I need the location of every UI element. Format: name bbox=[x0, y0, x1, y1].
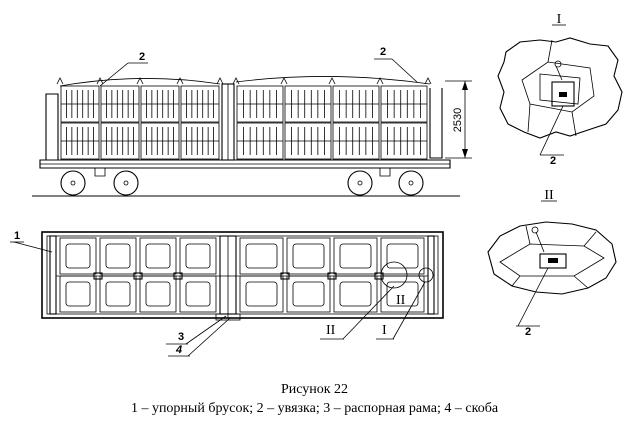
crates-top bbox=[59, 237, 425, 313]
crate-top bbox=[99, 275, 137, 313]
crate bbox=[332, 85, 380, 123]
tie-knot bbox=[232, 77, 240, 85]
end-stop-right bbox=[427, 235, 435, 315]
detail-I-title: I bbox=[557, 12, 562, 27]
detail-marker-II bbox=[380, 261, 408, 289]
platform-left-end bbox=[45, 93, 59, 161]
side-view: 2 2 2530 bbox=[32, 46, 472, 197]
crate bbox=[100, 85, 140, 123]
crate bbox=[60, 85, 100, 123]
tie-knot bbox=[216, 77, 224, 85]
crate bbox=[180, 122, 220, 160]
leader-2-right bbox=[391, 58, 418, 83]
figure-caption-title: Рисунок 22 bbox=[280, 382, 349, 397]
leader-1 bbox=[13, 241, 53, 253]
tie-bracket bbox=[133, 272, 143, 280]
detail-II-title: II bbox=[544, 188, 554, 203]
callout-2-right: 2 bbox=[380, 46, 386, 58]
crate bbox=[140, 122, 180, 160]
leader-2-left bbox=[99, 62, 129, 87]
tie-bracket bbox=[327, 272, 337, 280]
tie-knot bbox=[56, 77, 64, 85]
crate bbox=[284, 122, 332, 160]
crate bbox=[380, 122, 428, 160]
crate-top bbox=[333, 275, 378, 313]
crate-top bbox=[179, 237, 217, 275]
dimension-label: 2530 bbox=[452, 108, 464, 132]
tie-knot bbox=[424, 77, 432, 85]
crate-top bbox=[99, 237, 137, 275]
tie-knot bbox=[136, 77, 144, 85]
tie-knot bbox=[280, 77, 288, 85]
detail-I-leader-2 bbox=[539, 105, 564, 156]
crate-top bbox=[139, 237, 177, 275]
tie-knot bbox=[328, 77, 336, 85]
crate-top bbox=[139, 275, 177, 313]
crates-right bbox=[232, 77, 432, 160]
crate bbox=[60, 122, 100, 160]
end-stop-left bbox=[49, 235, 57, 315]
callout-1: 1 bbox=[14, 230, 20, 242]
tie-wire-right bbox=[235, 76, 431, 85]
detail-ref-II-side: II bbox=[396, 293, 406, 308]
wheel bbox=[113, 170, 139, 196]
tie-bracket bbox=[280, 272, 290, 280]
tie-knot bbox=[96, 77, 104, 85]
crate-top bbox=[380, 237, 425, 275]
platform-outline-top bbox=[41, 231, 444, 319]
callout-2-left: 2 bbox=[139, 51, 145, 63]
detail-ref-II: II bbox=[326, 323, 336, 338]
crate bbox=[180, 85, 220, 123]
crate bbox=[236, 85, 284, 123]
crate-top bbox=[59, 275, 97, 313]
crate-top bbox=[239, 275, 284, 313]
tie-wire-left bbox=[59, 78, 221, 87]
crate-top bbox=[239, 237, 284, 275]
detail-II-outline bbox=[487, 221, 617, 295]
detail-II-callout-2: 2 bbox=[525, 326, 531, 338]
crate bbox=[380, 85, 428, 123]
tie-bracket bbox=[93, 272, 103, 280]
leader-4 bbox=[187, 317, 231, 357]
detail-ref-I-lower: I bbox=[382, 323, 387, 338]
detail-I: I 2 bbox=[497, 12, 623, 167]
crate bbox=[100, 122, 140, 160]
leader-3 bbox=[185, 315, 227, 345]
detail-I-outline bbox=[497, 37, 623, 139]
crate-top bbox=[286, 275, 331, 313]
figure-caption-legend: 1 – упорный брусок; 2 – увязка; 3 – расп… bbox=[130, 401, 499, 416]
crate-top bbox=[286, 237, 331, 275]
wheel bbox=[398, 170, 424, 196]
dimension-2530: 2530 bbox=[445, 80, 472, 159]
wheel bbox=[347, 170, 373, 196]
tie-bracket bbox=[374, 272, 384, 280]
wheels bbox=[60, 168, 424, 196]
bracket-II bbox=[539, 253, 567, 269]
crate bbox=[236, 122, 284, 160]
tie-knot bbox=[176, 77, 184, 85]
crate-top bbox=[333, 237, 378, 275]
wheel bbox=[60, 170, 86, 196]
detail-marker-I bbox=[418, 267, 434, 283]
callout-4: 4 bbox=[175, 344, 182, 356]
crate bbox=[140, 85, 180, 123]
crate bbox=[284, 85, 332, 123]
top-view: 1 3 4 II I II bbox=[10, 230, 444, 357]
crate bbox=[332, 122, 380, 160]
callout-3: 3 bbox=[178, 331, 184, 343]
crates-left bbox=[56, 77, 224, 160]
crate-top bbox=[179, 275, 217, 313]
tie-knot bbox=[376, 77, 384, 85]
detail-II: II 2 bbox=[487, 188, 617, 338]
platform-right-end bbox=[429, 88, 443, 159]
platform-deck bbox=[39, 159, 451, 169]
tie-bracket bbox=[173, 272, 183, 280]
detail-I-callout-2: 2 bbox=[550, 155, 556, 167]
crate-top bbox=[59, 237, 97, 275]
detail-II-leader-2 bbox=[517, 267, 549, 327]
